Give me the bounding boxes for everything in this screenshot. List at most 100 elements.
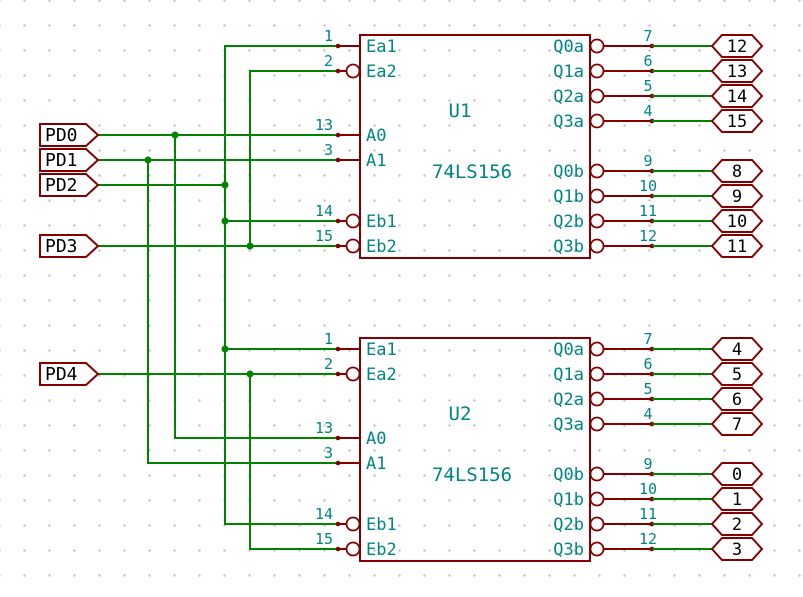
junction-dot <box>221 217 229 225</box>
inversion-bubble-icon <box>589 466 605 482</box>
pin-name-label: Q1b <box>553 187 584 207</box>
pin-end-dot <box>335 43 341 49</box>
label-shape <box>710 512 764 536</box>
chip-body[interactable] <box>359 34 591 259</box>
label-text: 10 <box>727 212 747 232</box>
pin-number: 3 <box>324 444 333 462</box>
port-text: PD4 <box>45 364 78 385</box>
pin-name-label: A0 <box>366 126 386 146</box>
pin-name-label: Q0a <box>553 37 584 57</box>
inversion-bubble-icon <box>345 516 361 532</box>
port-text: PD3 <box>45 236 78 257</box>
output-label-6[interactable]: 6 <box>710 387 764 411</box>
junction-dot <box>246 242 254 250</box>
label-text: 6 <box>732 390 742 410</box>
label-shape <box>710 337 764 361</box>
port-label-PD0[interactable]: PD0 <box>39 123 100 147</box>
pin-name-label: A1 <box>366 151 386 171</box>
port-label-PD3[interactable]: PD3 <box>39 234 100 258</box>
chip-U1[interactable]: U174LS1561Ea12Ea213A03A114Eb115Eb27Q0a6Q… <box>315 27 657 259</box>
inversion-bubble-icon <box>345 238 361 254</box>
pin-number: 10 <box>639 480 657 498</box>
output-label-7[interactable]: 7 <box>710 412 764 436</box>
pin-end-dot <box>335 218 341 224</box>
chip-value: 74LS156 <box>432 464 512 486</box>
pin-end-dot <box>335 546 341 552</box>
chip-body[interactable] <box>359 337 591 562</box>
pin-number: 1 <box>324 27 333 45</box>
pin-number: 6 <box>643 355 652 373</box>
output-label-10[interactable]: 10 <box>710 209 764 233</box>
pin-number: 7 <box>643 330 652 348</box>
inversion-bubble-icon <box>589 416 605 432</box>
output-label-15[interactable]: 15 <box>710 109 764 133</box>
pin-end-dot <box>335 371 341 377</box>
label-text: 12 <box>727 37 747 57</box>
pin-number: 7 <box>643 27 652 45</box>
output-label-0[interactable]: 0 <box>710 462 764 486</box>
label-shape <box>710 412 764 436</box>
label-shape <box>710 537 764 561</box>
port-label-PD4[interactable]: PD4 <box>39 362 100 386</box>
output-label-4[interactable]: 4 <box>710 337 764 361</box>
pin-U1-A1[interactable]: 3A1 <box>324 141 387 171</box>
output-label-8[interactable]: 8 <box>710 159 764 183</box>
pin-number: 9 <box>643 455 652 473</box>
output-label-2[interactable]: 2 <box>710 512 764 536</box>
pin-U2-A1[interactable]: 3A1 <box>324 444 387 474</box>
pin-number: 5 <box>643 77 652 95</box>
output-label-1[interactable]: 1 <box>710 487 764 511</box>
port-label-PD2[interactable]: PD2 <box>39 173 100 197</box>
output-label-14[interactable]: 14 <box>710 84 764 108</box>
output-label-11[interactable]: 11 <box>710 234 764 258</box>
label-text: 11 <box>727 237 747 257</box>
pin-name-label: Eb2 <box>366 237 397 257</box>
output-label-12[interactable]: 12 <box>710 34 764 58</box>
port-label-PD1[interactable]: PD1 <box>39 148 100 172</box>
pin-name-label: Eb2 <box>366 540 397 560</box>
label-text: 8 <box>732 162 742 182</box>
pin-number: 13 <box>315 419 333 437</box>
output-label-5[interactable]: 5 <box>710 362 764 386</box>
output-label-13[interactable]: 13 <box>710 59 764 83</box>
pin-number: 2 <box>324 355 333 373</box>
output-label-3[interactable]: 3 <box>710 537 764 561</box>
output-label-9[interactable]: 9 <box>710 184 764 208</box>
chip-ref: U2 <box>449 403 472 425</box>
pin-number: 5 <box>643 380 652 398</box>
pin-name-label: Q3a <box>553 112 584 132</box>
port-shape <box>39 173 100 197</box>
pin-name-label: Q1a <box>553 365 584 385</box>
pin-number: 4 <box>643 405 652 423</box>
pin-name-label: Q2b <box>553 515 584 535</box>
junction-dot <box>221 345 229 353</box>
